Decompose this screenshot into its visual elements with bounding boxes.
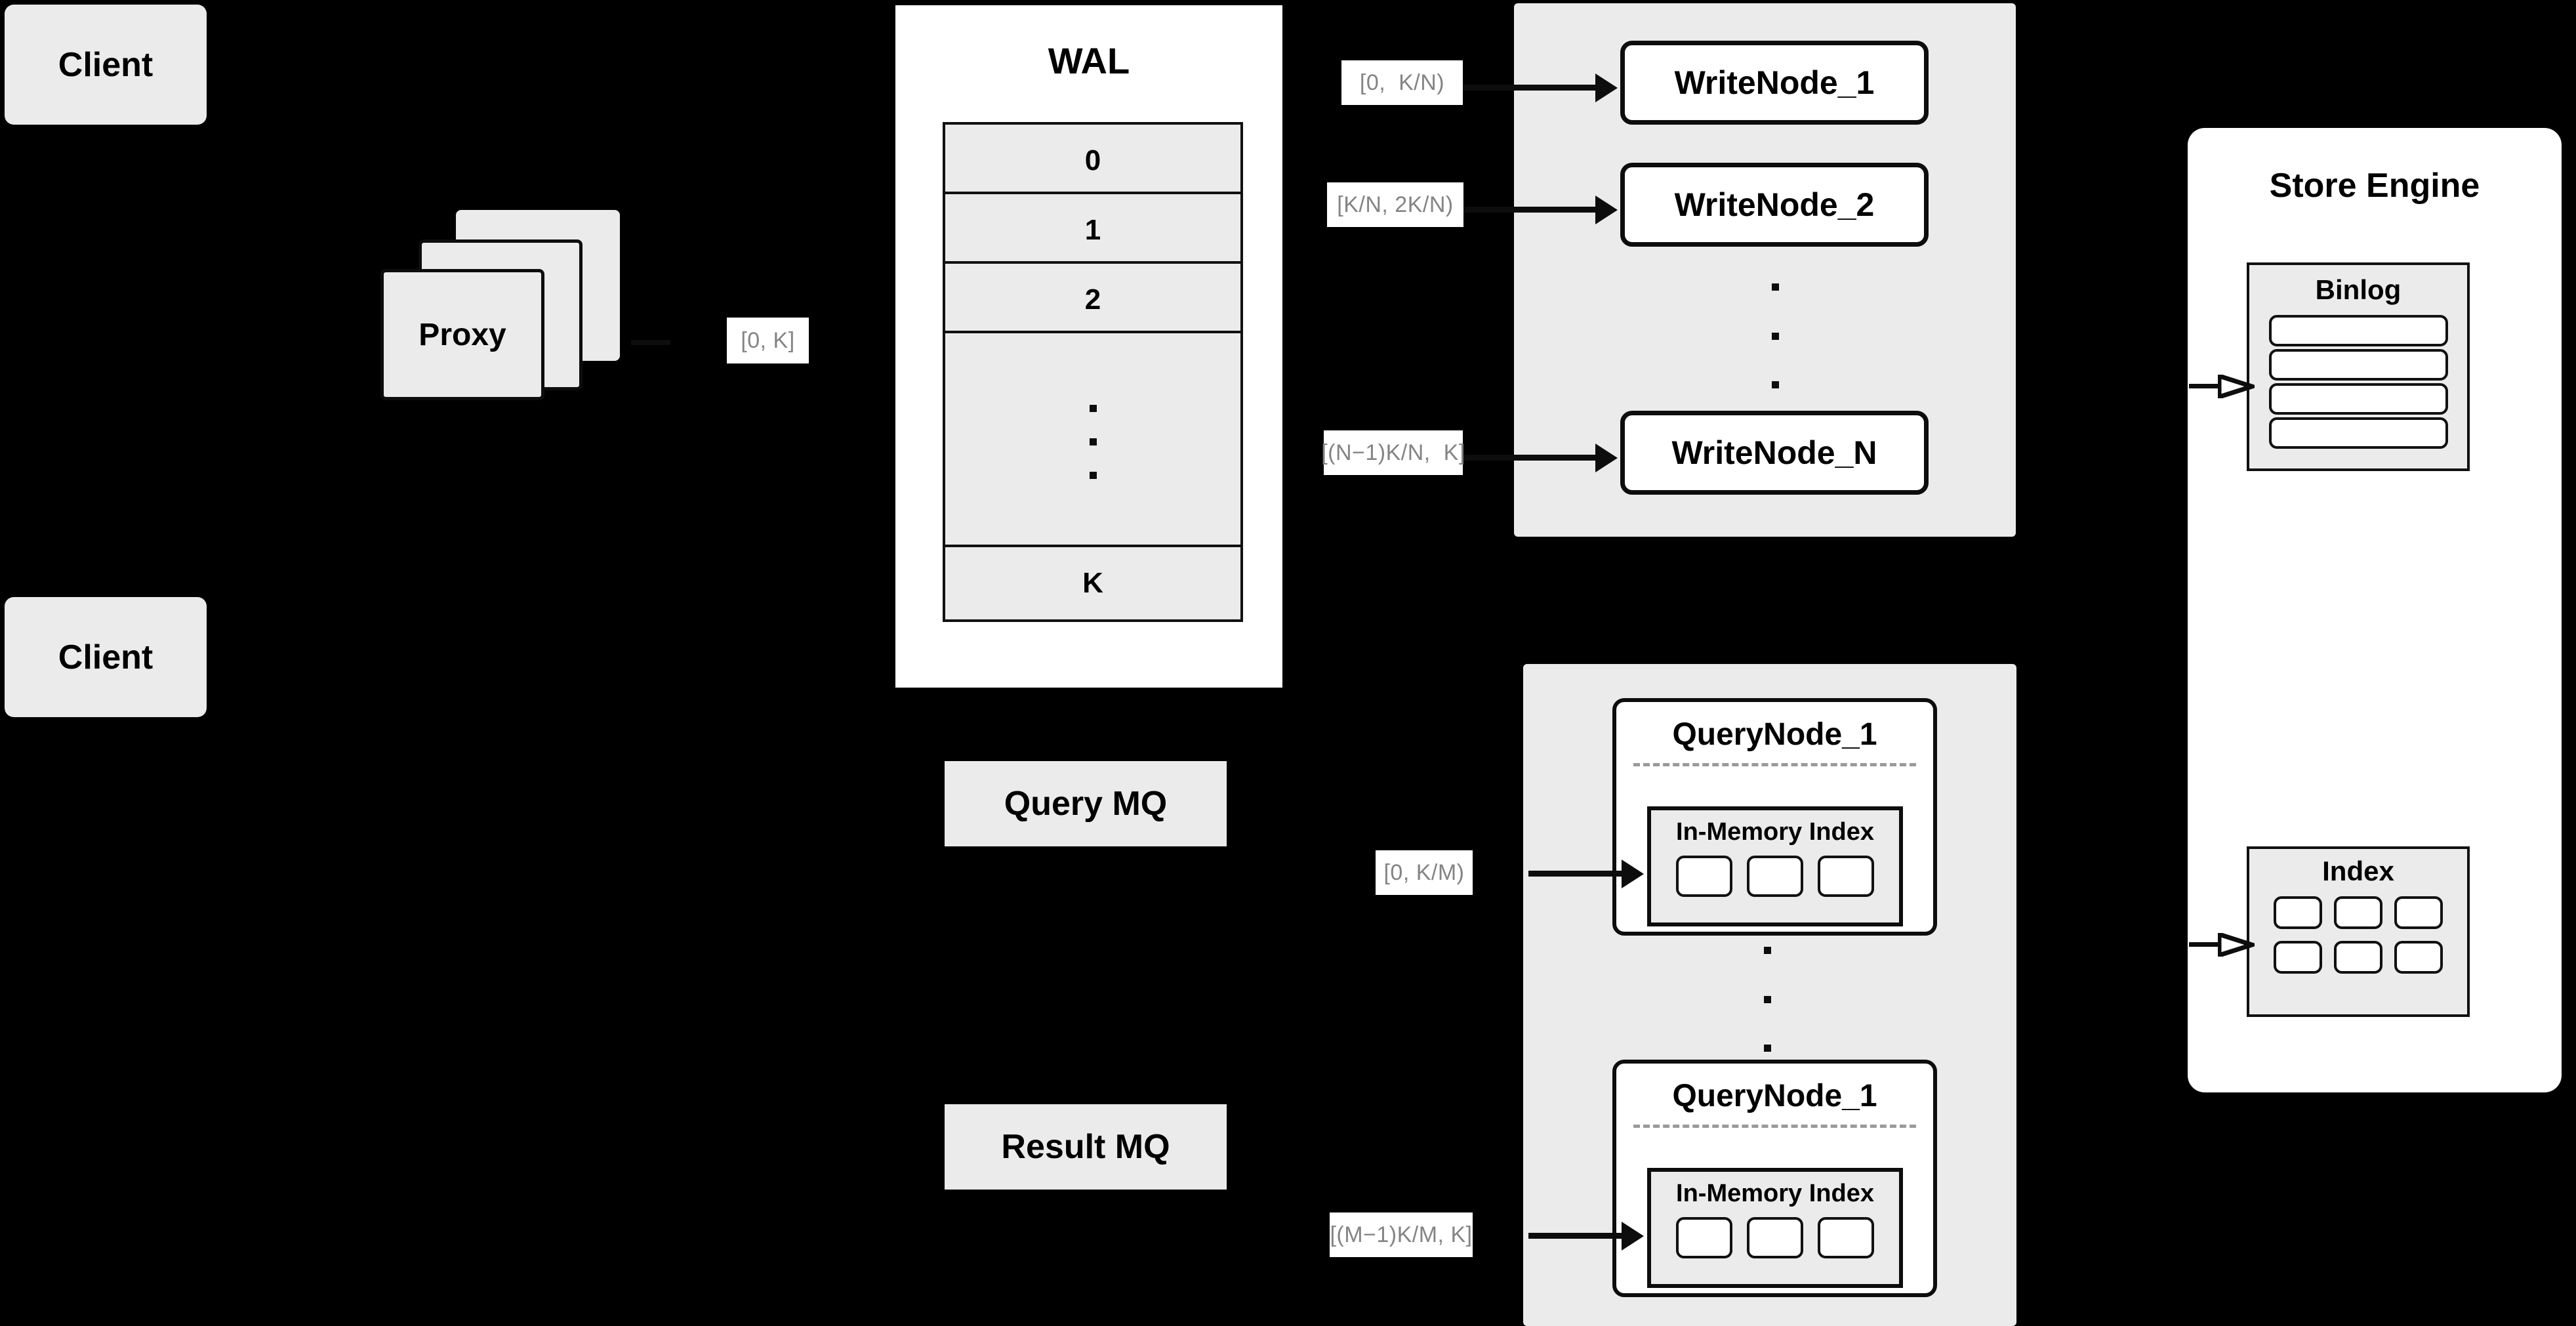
write-ellipsis-dot xyxy=(1771,332,1779,340)
query-node-m-in-memory-index: In-Memory Index xyxy=(1647,1168,1903,1288)
query-mq-label: Query MQ xyxy=(1004,785,1168,823)
write-ellipsis-dot xyxy=(1771,381,1779,388)
label-mq-to-query-node-1: [0, K/M) xyxy=(1376,850,1473,895)
query-node-m-segment xyxy=(1747,1217,1803,1258)
wal-title: WAL xyxy=(1048,40,1130,81)
label-mq-to-query-node-m: [(M−1)K/M, K] xyxy=(1330,1212,1473,1257)
write-node-n[interactable]: WriteNode_N xyxy=(1620,411,1929,495)
index-cell xyxy=(2334,896,2382,929)
result-mq-label: Result MQ xyxy=(1001,1128,1170,1166)
binlog-row xyxy=(2268,315,2448,346)
index-cell xyxy=(2394,896,2443,929)
proxy-to-wal-connector xyxy=(631,340,670,345)
query-node-1-index-label: In-Memory Index xyxy=(1676,818,1874,846)
write-node-n-label: WriteNode_N xyxy=(1671,434,1877,471)
query-node-m-segment xyxy=(1676,1217,1732,1258)
index-cell xyxy=(2274,941,2322,974)
proxy-label: Proxy xyxy=(419,317,506,352)
query-node-1-separator xyxy=(1633,763,1916,766)
wal-cell-ellipsis xyxy=(943,331,1243,552)
wal-panel: WAL 0 1 2 K xyxy=(895,5,1282,688)
wal-cell-list: 0 1 2 K xyxy=(943,122,1243,627)
wal-cell-1: 1 xyxy=(943,192,1243,269)
binlog-row xyxy=(2268,349,2448,381)
write-node-1-label: WriteNode_1 xyxy=(1674,64,1875,101)
query-ellipsis-dot xyxy=(1763,947,1771,954)
index-box: Index xyxy=(2247,846,2470,1017)
query-node-m-segment xyxy=(1818,1217,1874,1258)
query-node-1-segment xyxy=(1747,856,1803,897)
query-node-1-in-memory-index: In-Memory Index xyxy=(1647,806,1903,926)
binlog-box: Binlog xyxy=(2247,262,2470,471)
wal-cell-2: 2 xyxy=(943,261,1243,339)
index-cell xyxy=(2274,896,2322,929)
proxy-card-front[interactable]: Proxy xyxy=(380,269,544,400)
binlog-row xyxy=(2268,383,2448,415)
query-node-1[interactable]: QueryNode_1 In-Memory Index xyxy=(1612,698,1937,936)
binlog-row xyxy=(2268,417,2448,449)
write-node-2-label: WriteNode_2 xyxy=(1674,186,1875,223)
proxy-stack[interactable]: Proxy xyxy=(380,210,669,440)
query-node-m[interactable]: QueryNode_1 In-Memory Index xyxy=(1612,1060,1937,1297)
wal-cell-k: K xyxy=(943,545,1243,622)
wal-ellipsis-dot xyxy=(1089,404,1097,412)
query-cluster-ellipsis xyxy=(1763,947,1771,1052)
store-engine-panel: Store Engine Binlog Index xyxy=(2188,128,2562,1092)
client-label-2: Client xyxy=(58,638,153,676)
write-cluster-ellipsis xyxy=(1771,283,1779,388)
store-engine-title: Store Engine xyxy=(2269,167,2480,205)
client-label-1: Client xyxy=(58,45,153,84)
label-wal-to-write-node-2: [K/N, 2K/N) xyxy=(1327,182,1463,227)
query-ellipsis-dot xyxy=(1763,995,1771,1003)
write-node-1[interactable]: WriteNode_1 xyxy=(1620,41,1929,125)
query-node-m-index-label: In-Memory Index xyxy=(1676,1180,1874,1207)
label-wal-to-write-node-1: [0, K/N) xyxy=(1341,60,1463,105)
index-title: Index xyxy=(2322,856,2394,886)
client-box-2[interactable]: Client xyxy=(5,597,207,717)
query-node-m-title: QueryNode_1 xyxy=(1672,1079,1877,1113)
index-cell xyxy=(2394,941,2443,974)
query-node-1-title: QueryNode_1 xyxy=(1672,717,1877,752)
label-proxy-to-wal: [0, K] xyxy=(727,318,809,363)
binlog-title: Binlog xyxy=(2315,274,2402,305)
query-node-m-separator xyxy=(1633,1125,1916,1128)
label-wal-to-write-node-n: [(N−1)K/N, K] xyxy=(1321,430,1465,475)
write-node-2[interactable]: WriteNode_2 xyxy=(1620,163,1929,247)
index-cell xyxy=(2334,941,2382,974)
wal-ellipsis-dot xyxy=(1089,471,1097,479)
query-ellipsis-dot xyxy=(1763,1045,1771,1052)
query-node-1-segment xyxy=(1818,856,1874,897)
query-node-1-segment xyxy=(1676,856,1732,897)
result-mq-box[interactable]: Result MQ xyxy=(945,1104,1227,1190)
write-ellipsis-dot xyxy=(1771,283,1779,291)
client-box-1[interactable]: Client xyxy=(5,5,207,125)
wal-ellipsis-dot xyxy=(1089,438,1097,445)
wal-cell-0: 0 xyxy=(943,122,1243,199)
query-mq-box[interactable]: Query MQ xyxy=(945,761,1227,846)
